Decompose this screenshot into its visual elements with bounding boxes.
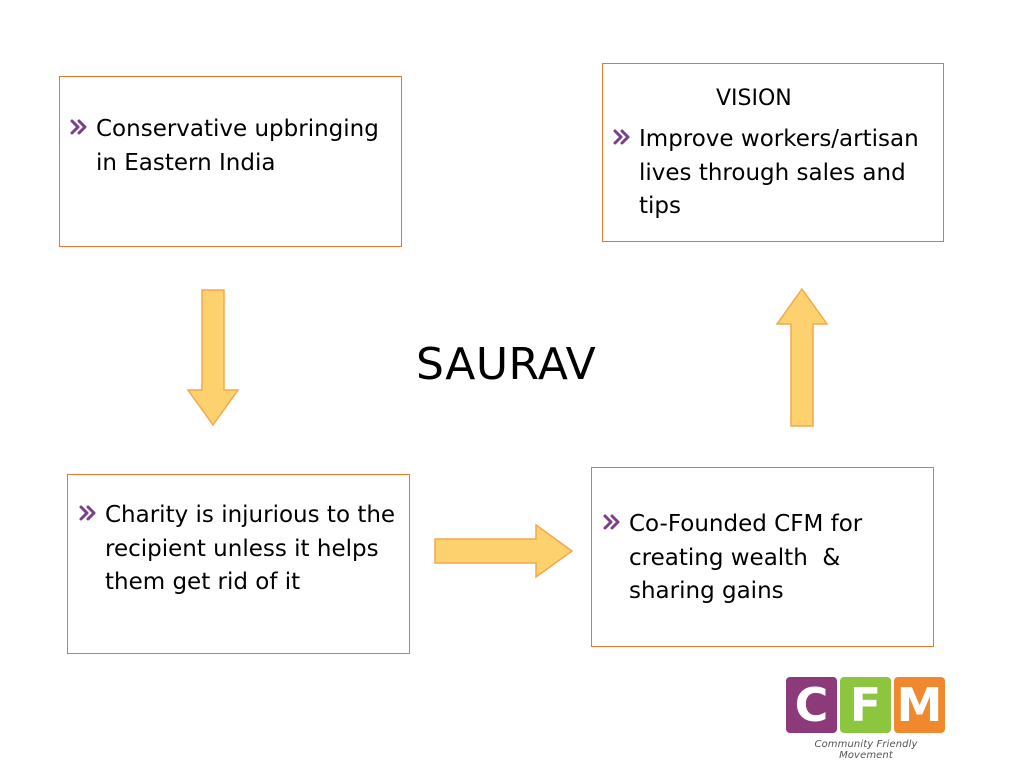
cofounded-bullet: Co-Founded CFM for creating wealth & sha…: [603, 508, 923, 609]
double-chevron-right-icon: [70, 119, 96, 135]
upbringing-text: Conservative upbringing in Eastern India: [96, 116, 387, 176]
vision-title: VISION: [716, 86, 792, 111]
double-chevron-right-icon: [603, 514, 629, 530]
arrow-up: [775, 287, 829, 427]
vision-bullet: Improve workers/artisan lives through sa…: [613, 123, 943, 224]
logo-tagline: Community Friendly Movement: [814, 739, 918, 761]
vision-text: Improve workers/artisan lives through sa…: [639, 126, 926, 219]
double-chevron-right-icon: [79, 505, 105, 521]
charity-text: Charity is injurious to the recipient un…: [105, 502, 403, 595]
vision-box: [602, 63, 944, 242]
logo-letter-m: M: [894, 677, 945, 733]
logo-letter-c: C: [786, 677, 837, 733]
charity-bullet: Charity is injurious to the recipient un…: [79, 499, 404, 600]
arrow-down: [186, 289, 240, 427]
logo-letter-f: F: [840, 677, 891, 733]
charity-box: [67, 474, 410, 654]
cfm-logo: C F M Community Friendly Movement: [786, 677, 946, 761]
cfm-logo-letters: C F M: [786, 677, 946, 735]
upbringing-box: [59, 76, 402, 247]
double-chevron-right-icon: [613, 129, 639, 145]
upbringing-bullet: Conservative upbringing in Eastern India: [70, 113, 390, 180]
center-title: SAURAV: [416, 339, 597, 390]
cofounded-text: Co-Founded CFM for creating wealth & sha…: [629, 511, 870, 604]
arrow-right: [434, 523, 574, 579]
cofounded-box: [591, 467, 934, 647]
